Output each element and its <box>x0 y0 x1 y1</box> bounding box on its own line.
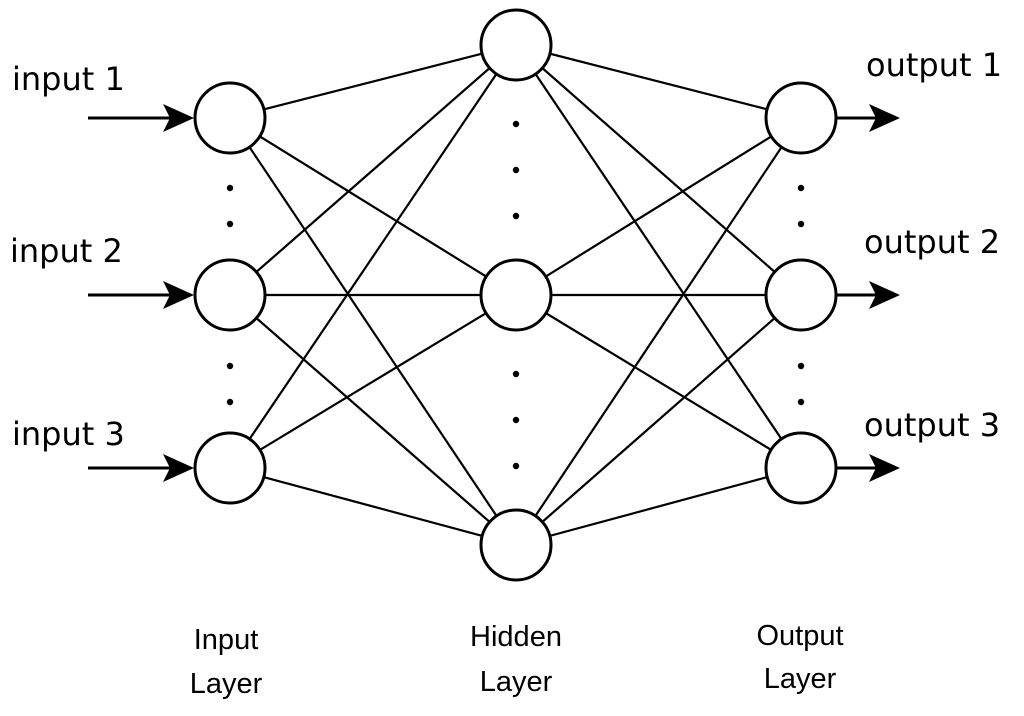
output-label-3: output 3 <box>864 406 1000 444</box>
output-arrow-2 <box>837 281 900 309</box>
hidden-output-connections <box>515 43 802 547</box>
arrow-head-icon <box>869 281 900 309</box>
input-hidden-connections <box>229 43 517 547</box>
connection-line <box>229 117 517 546</box>
connection-line <box>515 44 802 469</box>
output-layer-label-line1: Output <box>756 620 843 652</box>
output-node-2 <box>764 258 838 332</box>
output-layer-label-line2: Layer <box>764 663 837 695</box>
connection-line <box>515 43 802 120</box>
arrow-head-icon <box>869 454 900 482</box>
hidden-ellipsis-dots <box>512 120 520 470</box>
input-arrow-2 <box>88 281 194 309</box>
input-node-3 <box>193 431 267 505</box>
connection-line <box>515 117 802 296</box>
arrow-head-icon <box>869 104 900 132</box>
connection-line <box>515 44 802 296</box>
connection-line <box>515 294 802 546</box>
input-node-1 <box>193 81 267 155</box>
output-node-1 <box>764 81 838 155</box>
input-label-2: input 2 <box>10 232 123 270</box>
output-label-1: output 1 <box>866 46 1002 84</box>
output-arrow-1 <box>837 104 900 132</box>
hidden-node-3 <box>479 508 553 582</box>
input-arrow-1 <box>88 104 194 132</box>
connection-line <box>229 294 517 546</box>
connection-line <box>229 466 517 547</box>
arrow-head-icon <box>163 104 194 132</box>
connection-line <box>229 294 517 469</box>
connection-line <box>229 44 517 469</box>
output-node-3 <box>764 431 838 505</box>
arrow-head-icon <box>163 281 194 309</box>
output-ellipsis-dots <box>797 184 805 406</box>
input-label-1: input 1 <box>12 60 125 98</box>
connection-line <box>515 294 802 469</box>
input-label-3: input 3 <box>12 415 125 453</box>
connection-line <box>515 466 802 547</box>
input-ellipsis-dots <box>226 184 234 406</box>
hidden-layer-label-line2: Layer <box>480 666 553 698</box>
input-node-2 <box>193 258 267 332</box>
connection-line <box>229 43 517 120</box>
connection-line <box>229 44 517 296</box>
connection-line <box>515 117 802 546</box>
hidden-layer-label-line1: Hidden <box>470 621 562 653</box>
hidden-node-1 <box>479 8 553 82</box>
input-layer-label-line2: Layer <box>190 668 263 700</box>
input-layer-label-line1: Input <box>194 624 259 656</box>
input-arrow-3 <box>88 454 194 482</box>
output-label-2: output 2 <box>864 223 1000 261</box>
connection-line <box>229 117 517 296</box>
output-arrow-3 <box>837 454 900 482</box>
hidden-node-2 <box>479 258 553 332</box>
arrow-head-icon <box>163 454 194 482</box>
